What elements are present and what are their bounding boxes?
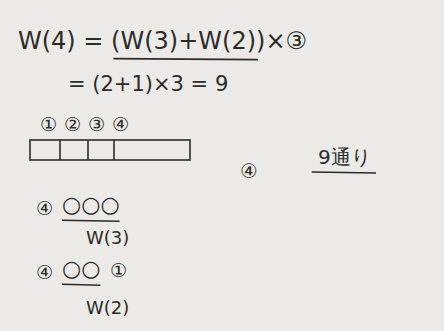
underline: [113, 59, 258, 60]
cell-divider: [87, 140, 89, 160]
position-number: ①: [40, 114, 57, 136]
position-number: ④: [36, 262, 53, 284]
ball-row: ○○: [62, 256, 100, 281]
position-number: ③: [88, 114, 105, 136]
formula: W(4) = (W(3)+W(2))×③: [18, 28, 307, 56]
cell-strip: [30, 140, 190, 160]
position-number: ④: [240, 160, 258, 183]
underline: [62, 284, 100, 285]
calculation: = (2+1)×3 = 9: [68, 72, 228, 96]
cell-strip: [30, 140, 190, 160]
position-number: ①: [110, 260, 127, 282]
cell-divider: [59, 140, 61, 160]
underline: [62, 220, 120, 221]
position-number: ④: [36, 198, 53, 220]
answer: 9通り: [318, 146, 371, 169]
position-number: ④: [112, 114, 129, 136]
position-number: ②: [64, 114, 81, 136]
underline: [312, 172, 376, 173]
ball-row: ○○○: [62, 192, 120, 217]
sub-count: W(3): [86, 228, 129, 249]
cell-divider: [113, 140, 115, 160]
sub-count: W(2): [86, 298, 129, 319]
